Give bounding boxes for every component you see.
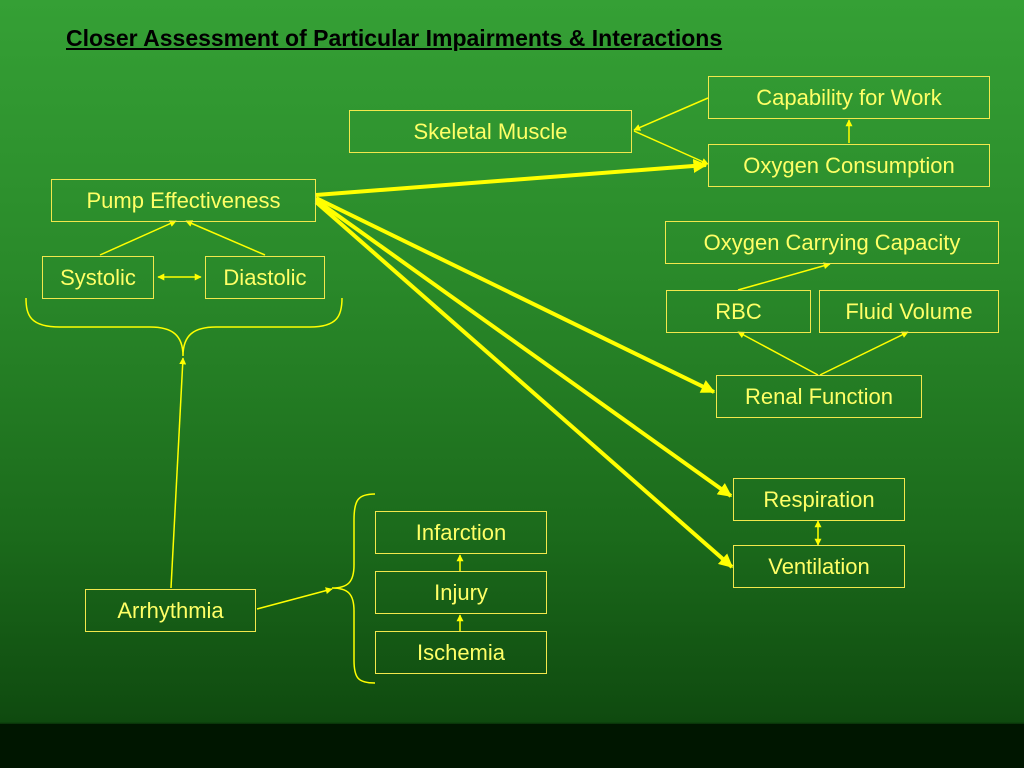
node-label: Pump Effectiveness [86,187,281,213]
node-infarction: Infarction [375,511,547,554]
arrow-arrhythmia-to-brace-right [256,587,333,610]
node-label: Systolic [60,264,136,290]
node-label: RBC [715,298,762,324]
node-diastolic: Diastolic [205,256,325,299]
arrow-renal-to-fluid [819,331,909,376]
node-label: Oxygen Carrying Capacity [703,229,961,255]
arrow-rbc-to-oxygen-capacity [737,262,831,291]
node-ischemia: Ischemia [375,631,547,674]
arrow-pump-to-respiration [314,198,733,498]
arrow-capability-to-skeletal [633,97,709,131]
arrow-pump-to-oxygen-consumption [315,158,708,197]
node-label: Respiration [763,486,875,512]
arrow-diastolic-to-pump [185,220,266,256]
arrow-skeletal-to-oxygen-consumption [633,130,709,165]
node-label: Ischemia [416,639,506,665]
node-label: Ventilation [768,553,870,579]
page-title: Closer Assessment of Particular Impairme… [66,25,723,51]
brace-systolic-diastolic [25,297,343,357]
node-label: Infarction [415,519,507,545]
brace-infarction-group [331,493,376,684]
node-arrhythmia: Arrhythmia [85,589,256,632]
node-label: Diastolic [223,264,307,290]
node-fluid-volume: Fluid Volume [819,290,999,333]
node-renal-function: Renal Function [716,375,922,418]
node-pump-effectiveness: Pump Effectiveness [51,179,316,222]
node-oxygen-carrying-capacity: Oxygen Carrying Capacity [665,221,999,264]
node-label: Renal Function [745,383,893,409]
node-systolic: Systolic [42,256,154,299]
node-ventilation: Ventilation [733,545,905,588]
node-skeletal-muscle: Skeletal Muscle [349,110,632,153]
node-label: Injury [434,579,488,605]
arrow-systolic-to-pump [99,220,177,256]
node-respiration: Respiration [733,478,905,521]
node-label: Oxygen Consumption [743,152,955,178]
node-injury: Injury [375,571,547,614]
node-label: Capability for Work [756,84,942,110]
node-oxygen-consumption: Oxygen Consumption [708,144,990,187]
node-label: Fluid Volume [845,298,973,324]
bottom-bar [0,724,1024,768]
arrow-pump-to-renal-function [315,196,716,394]
arrow-renal-to-rbc [737,331,819,376]
arrow-pump-to-ventilation [314,200,734,569]
node-capability-for-work: Capability for Work [708,76,990,119]
arrow-arrhythmia-to-brace [170,357,187,589]
node-rbc: RBC [666,290,811,333]
node-label: Arrhythmia [117,597,224,623]
node-label: Skeletal Muscle [413,118,568,144]
